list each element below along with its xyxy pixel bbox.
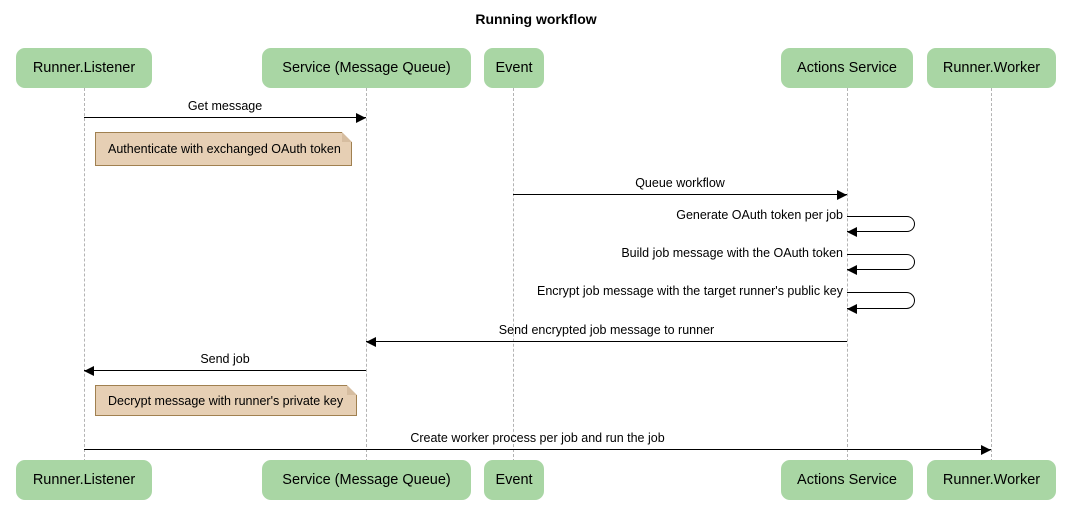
arrow-head-left xyxy=(847,227,857,237)
note-decrypt-note[interactable]: Decrypt message with runner's private ke… xyxy=(95,385,357,416)
actor-event-bottom[interactable]: Event xyxy=(484,460,544,500)
page-title: Running workflow xyxy=(475,11,597,27)
arrow-head-left xyxy=(366,337,376,347)
arrow-head-right xyxy=(356,113,366,123)
note-fold-icon xyxy=(342,132,352,142)
arrow-head-right xyxy=(837,190,847,200)
actor-label: Service (Message Queue) xyxy=(282,472,451,488)
message-line xyxy=(84,370,366,371)
actor-label: Runner.Worker xyxy=(942,472,1041,488)
message-line xyxy=(366,341,847,342)
actor-service-message-queue-bottom[interactable]: Service (Message Queue) xyxy=(262,460,471,500)
actor-label: Runner.Worker xyxy=(942,60,1041,76)
note-authenticate-note[interactable]: Authenticate with exchanged OAuth token xyxy=(95,132,352,166)
actor-runner-listener-bottom[interactable]: Runner.Listener xyxy=(16,460,152,500)
message-label: Encrypt job message with the target runn… xyxy=(536,284,843,298)
message-label: Generate OAuth token per job xyxy=(676,208,843,222)
message-line xyxy=(84,117,366,118)
arrow-head-left xyxy=(847,304,857,314)
lifeline-runner-worker xyxy=(991,88,992,462)
self-loop-path xyxy=(847,292,915,309)
actor-actions-service-top[interactable]: Actions Service xyxy=(781,48,913,88)
actor-label: Runner.Listener xyxy=(32,472,136,488)
self-loop-path xyxy=(847,216,915,232)
message-label: Build job message with the OAuth token xyxy=(621,246,843,260)
message-label: Send encrypted job message to runner xyxy=(498,323,715,337)
actor-label: Runner.Listener xyxy=(32,60,136,76)
actor-label: Event xyxy=(495,472,533,488)
message-label: Queue workflow xyxy=(635,176,725,190)
message-label: Send job xyxy=(200,352,250,366)
self-loop-path xyxy=(847,254,915,270)
lifeline-event xyxy=(513,88,514,462)
actor-service-message-queue-top[interactable]: Service (Message Queue) xyxy=(262,48,471,88)
note-label: Authenticate with exchanged OAuth token xyxy=(108,142,341,156)
arrow-head-left xyxy=(84,366,94,376)
note-fold-icon xyxy=(347,385,357,395)
note-label: Decrypt message with runner's private ke… xyxy=(108,393,344,408)
actor-runner-worker-bottom[interactable]: Runner.Worker xyxy=(927,460,1056,500)
actor-event-top[interactable]: Event xyxy=(484,48,544,88)
lifeline-actions-service xyxy=(847,88,848,462)
arrow-head-right xyxy=(981,445,991,455)
lifeline-runner-listener xyxy=(84,88,85,462)
actor-label: Event xyxy=(495,60,533,76)
actor-label: Service (Message Queue) xyxy=(282,60,451,76)
actor-runner-listener-top[interactable]: Runner.Listener xyxy=(16,48,152,88)
actor-label: Actions Service xyxy=(797,472,897,488)
message-line xyxy=(513,194,847,195)
message-line xyxy=(84,449,991,450)
actor-runner-worker-top[interactable]: Runner.Worker xyxy=(927,48,1056,88)
message-label: Get message xyxy=(187,99,263,113)
actor-label: Actions Service xyxy=(797,60,897,76)
arrow-head-left xyxy=(847,265,857,275)
lifeline-service-message-queue xyxy=(366,88,367,462)
actor-actions-service-bottom[interactable]: Actions Service xyxy=(781,460,913,500)
message-label: Create worker process per job and run th… xyxy=(410,431,665,445)
